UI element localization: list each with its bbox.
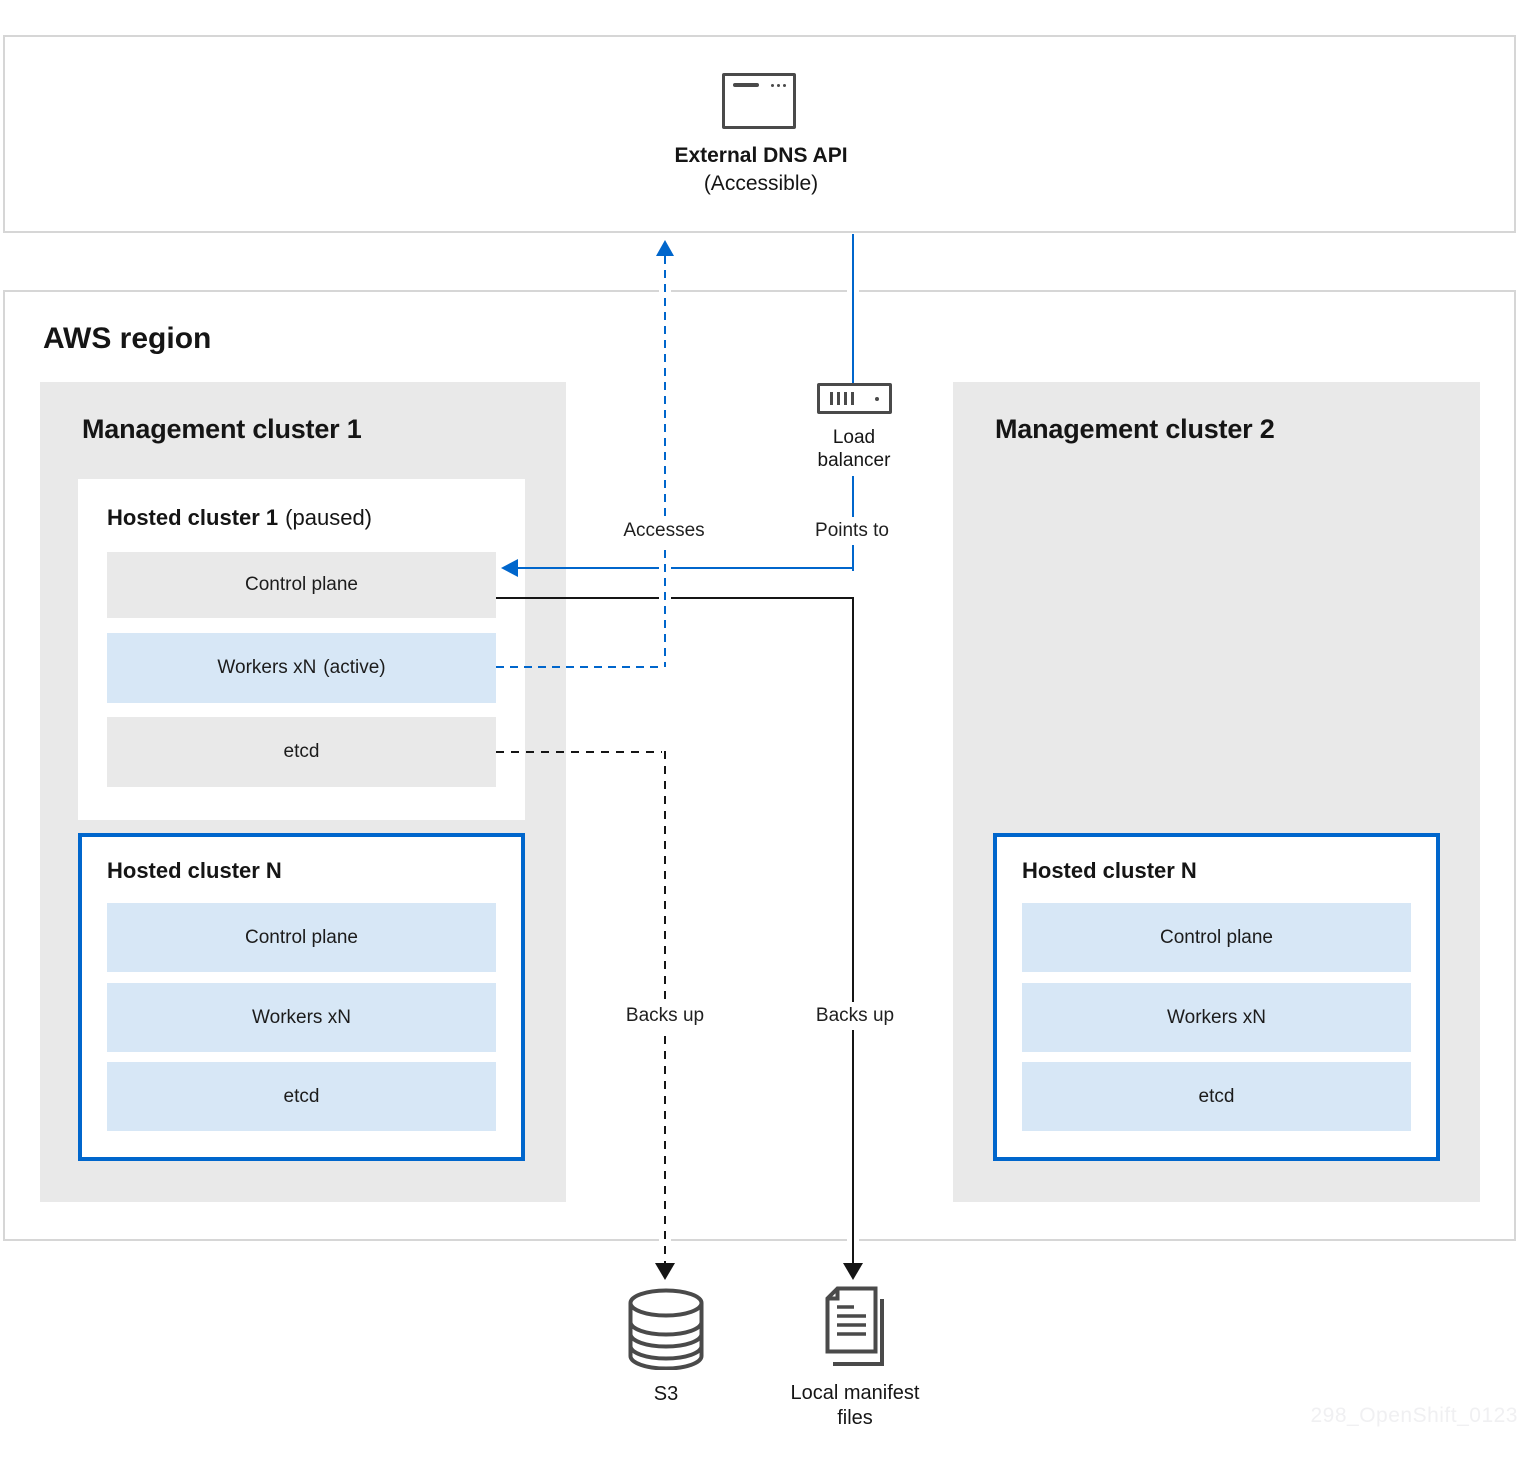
mc2-hcn-control-plane-row: Control plane — [1022, 903, 1411, 972]
browser-dots — [771, 84, 774, 87]
local-manifest-label-line2: files — [837, 1407, 873, 1429]
watermark-text: 298_OpenShift_0123 — [1310, 1404, 1518, 1427]
mc1-hcn-workers-label: Workers xN — [252, 1007, 351, 1028]
load-balancer-label-line1: Load — [832, 427, 876, 448]
accesses-line-vertical — [659, 256, 671, 667]
load-balancer-icon — [817, 383, 892, 414]
controlplane-backup-line-vertical — [847, 598, 859, 1264]
mc2-hcn-etcd-row: etcd — [1022, 1062, 1411, 1131]
management-cluster-2-title: Management cluster 2 — [995, 414, 1275, 444]
mc1-hosted-cluster-n-title: Hosted cluster N — [107, 858, 282, 884]
hc1-etcd-row: etcd — [107, 717, 496, 787]
load-balancer-label-line2: balancer — [817, 450, 891, 471]
accesses-line-horizontal — [496, 666, 662, 668]
external-dns-subtitle: (Accessible) — [703, 172, 819, 195]
load-balancer-dot — [875, 397, 879, 401]
accesses-arrowhead-icon — [656, 240, 674, 256]
backs-up-files-label: Backs up — [806, 1002, 904, 1030]
mc2-hcn-control-plane-label: Control plane — [1159, 927, 1274, 948]
accesses-label: Accesses — [614, 517, 714, 545]
points-to-arrowhead-icon — [501, 559, 518, 577]
mc1-hcn-title-text: Hosted cluster N — [107, 858, 282, 883]
manifest-arrowhead-icon — [843, 1263, 863, 1280]
mc2-hcn-etcd-label: etcd — [1198, 1086, 1235, 1107]
hc1-etcd-label: etcd — [283, 741, 320, 762]
points-to-line-horizontal — [516, 567, 854, 569]
management-cluster-1-title: Management cluster 1 — [82, 414, 362, 444]
mc2-hcn-workers-row: Workers xN — [1022, 983, 1411, 1052]
mc2-hcn-title-text: Hosted cluster N — [1022, 858, 1197, 883]
hc1-workers-label: Workers xN — [217, 657, 317, 678]
s3-arrowhead-icon — [655, 1263, 675, 1280]
browser-titlebar-line — [733, 83, 759, 87]
hc1-workers-row: Workers xN (active) — [107, 633, 496, 703]
mc1-hcn-etcd-label: etcd — [283, 1086, 320, 1107]
external-zone-box — [3, 35, 1516, 233]
hc1-control-plane-row: Control plane — [107, 552, 496, 618]
hc1-workers-suffix: (active) — [323, 657, 386, 678]
etcd-backup-line-horizontal — [496, 751, 662, 753]
database-cylinder-icon — [628, 1288, 704, 1370]
local-manifest-label-line1: Local manifest — [790, 1382, 920, 1404]
local-manifest-label: Local manifest files — [755, 1381, 955, 1431]
dns-to-loadbalancer-line — [847, 234, 859, 383]
controlplane-backup-line-horizontal — [496, 597, 854, 599]
external-dns-title: External DNS API — [674, 144, 848, 167]
hosted-cluster-1-title-text: Hosted cluster 1 — [107, 505, 279, 530]
mc1-hcn-etcd-row: etcd — [107, 1062, 496, 1131]
documents-icon — [825, 1286, 884, 1366]
backs-up-s3-label: Backs up — [616, 1002, 714, 1030]
mc2-hosted-cluster-n-title: Hosted cluster N — [1022, 858, 1197, 884]
mc1-hcn-workers-row: Workers xN — [107, 983, 496, 1052]
load-balancer-bars — [830, 392, 833, 405]
aws-region-title: AWS region — [43, 322, 212, 355]
browser-window-icon — [722, 73, 796, 129]
s3-label: S3 — [653, 1383, 679, 1405]
hosted-cluster-1-title: Hosted cluster 1(paused) — [107, 505, 372, 531]
hc1-control-plane-label: Control plane — [244, 574, 359, 595]
load-balancer-label: Load balancer — [754, 426, 954, 472]
mc1-hcn-control-plane-label: Control plane — [244, 927, 359, 948]
points-to-label: Points to — [806, 517, 898, 545]
mc2-hcn-workers-label: Workers xN — [1167, 1007, 1266, 1028]
mc1-hcn-control-plane-row: Control plane — [107, 903, 496, 972]
hosted-cluster-1-title-suffix: (paused) — [285, 505, 373, 530]
